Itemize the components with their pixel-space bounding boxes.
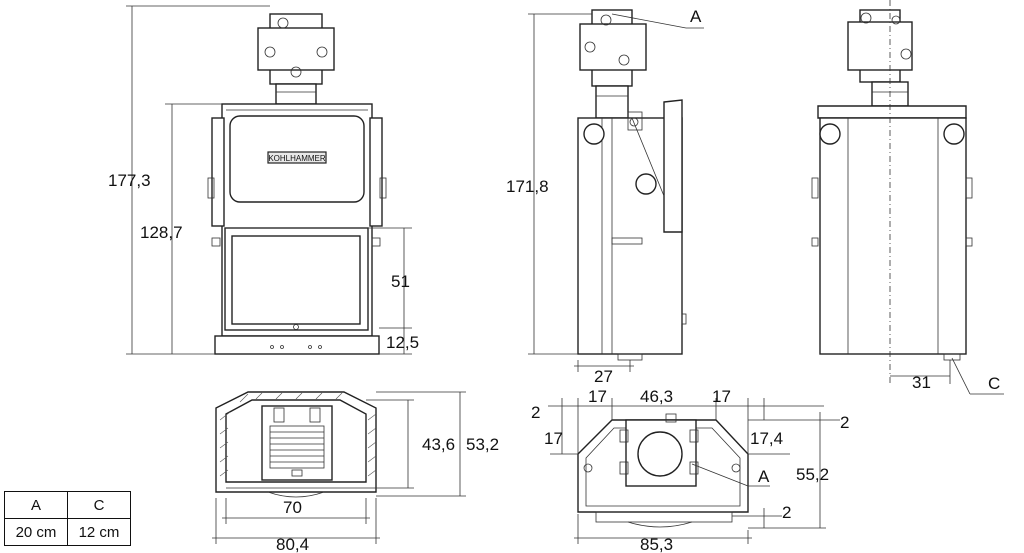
label-c-rear: C [988, 374, 1000, 393]
side-view: 171,8 27 A [506, 7, 704, 386]
plan-front-view: 43,6 53,2 70 80,4 [212, 391, 499, 553]
rear-view: 31 C [811, 0, 1004, 395]
spec-table-value-row: 20 cm 12 cm [4, 518, 131, 546]
dim-plan-front-inner-width: 70 [283, 498, 302, 517]
label-a-plan: A [758, 467, 770, 486]
spec-table: A C 20 cm 12 cm [4, 491, 131, 546]
dim-plan-front-inner-depth: 43,6 [422, 435, 455, 454]
dim-plan-side-left-margin: 2 [531, 403, 540, 422]
dim-front-total-height: 177,3 [108, 171, 151, 190]
dim-plan-side-left-side-17: 17 [544, 429, 563, 448]
dim-front-door-height: 51 [391, 272, 410, 291]
dim-plan-side-right-17: 17 [712, 387, 731, 406]
dim-plan-side-right-margin: 2 [840, 413, 849, 432]
dim-front-body-height: 128,7 [140, 223, 183, 242]
dim-plan-front-outer-width: 80,4 [276, 535, 309, 553]
dim-plan-side-bottom-margin: 2 [782, 503, 791, 522]
dim-plan-side-right-side: 17,4 [750, 429, 783, 448]
brand-plate [267, 151, 327, 164]
spec-header-c: C [67, 491, 131, 519]
dim-plan-side-width: 85,3 [640, 535, 673, 553]
spec-value-a: 20 cm [4, 518, 68, 546]
dim-front-base-height: 12,5 [386, 333, 419, 352]
dim-plan-side-center: 46,3 [640, 387, 673, 406]
dim-side-flue-offset: 27 [594, 367, 613, 386]
front-view: KOHLHAMMER 177,3 128,7 51 12,5 [108, 5, 419, 355]
dim-plan-side-depth: 55,2 [796, 465, 829, 484]
plan-side-view: 2 17 46,3 17 2 17 17,4 55,2 2 85,3 A [531, 387, 849, 553]
spec-table-header-row: A C [4, 491, 131, 519]
dim-plan-side-left-17: 17 [588, 387, 607, 406]
dim-rear-flue-offset: 31 [912, 373, 931, 392]
dim-plan-front-outer-depth: 53,2 [466, 435, 499, 454]
spec-value-c: 12 cm [67, 518, 131, 546]
spec-header-a: A [4, 491, 68, 519]
label-a-side: A [690, 7, 702, 26]
brand-plate-label: KOHLHAMMER [268, 154, 326, 163]
dim-side-total-height: 171,8 [506, 177, 549, 196]
